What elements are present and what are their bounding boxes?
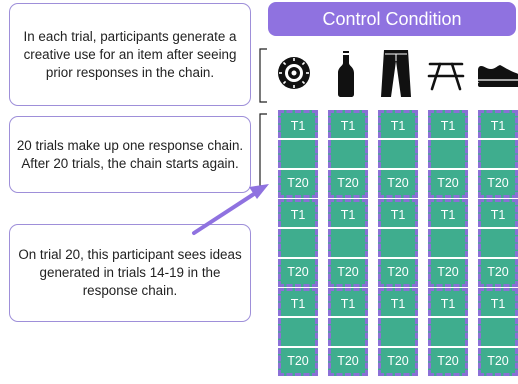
middle-trials-cell — [428, 229, 468, 257]
trial-20-cell: T20 — [328, 348, 368, 376]
pants-icon — [376, 47, 416, 99]
trial-1-cell: T1 — [428, 288, 468, 316]
trial-1-cell: T1 — [278, 199, 318, 227]
middle-trials-cell — [428, 140, 468, 168]
middle-trials-cell — [328, 229, 368, 257]
control-condition-header: Control Condition — [268, 2, 516, 36]
picnic-table-icon — [426, 47, 466, 99]
middle-trials-cell — [478, 140, 518, 168]
trial-20-cell: T20 — [278, 259, 318, 287]
middle-trials-cell — [278, 229, 318, 257]
middle-trials-cell — [378, 318, 418, 346]
trial-1-cell: T1 — [478, 288, 518, 316]
trial-1-cell: T1 — [478, 110, 518, 138]
trial-1-cell: T1 — [378, 199, 418, 227]
shoe-icon — [476, 47, 518, 99]
trial-1-cell: T1 — [278, 110, 318, 138]
trial-20-cell: T20 — [328, 259, 368, 287]
item-icon-row — [270, 47, 518, 99]
trial-description-note: In each trial, participants generate a c… — [9, 3, 251, 106]
icon-bracket — [259, 48, 267, 103]
middle-trials-cell — [378, 140, 418, 168]
trial-1-cell: T1 — [328, 110, 368, 138]
trial-1-cell: T1 — [428, 199, 468, 227]
trial-1-cell: T1 — [278, 288, 318, 316]
trial-20-cell: T20 — [428, 170, 468, 198]
trial-1-cell: T1 — [478, 199, 518, 227]
middle-trials-cell — [478, 318, 518, 346]
bottle-icon — [326, 47, 366, 99]
chain-description-note: 20 trials make up one response chain. Af… — [9, 116, 251, 193]
middle-trials-cell — [378, 229, 418, 257]
middle-trials-cell — [478, 229, 518, 257]
middle-trials-cell — [428, 318, 468, 346]
middle-trials-cell — [328, 318, 368, 346]
trial-20-cell: T20 — [278, 348, 318, 376]
chain-bracket — [259, 48, 267, 187]
trial20-description-text: On trial 20, this participant sees ideas… — [18, 247, 242, 298]
trial-20-cell: T20 — [378, 348, 418, 376]
trial-20-cell: T20 — [478, 348, 518, 376]
trial-description-text: In each trial, participants generate a c… — [23, 28, 237, 80]
first-chain-bracket — [259, 113, 267, 187]
trial-20-cell: T20 — [378, 170, 418, 198]
middle-trials-cell — [328, 140, 368, 168]
trial-20-cell: T20 — [378, 259, 418, 287]
trial-20-cell: T20 — [478, 170, 518, 198]
trial-20-cell: T20 — [428, 348, 468, 376]
chain-description-text: 20 trials make up one response chain. Af… — [16, 137, 244, 171]
trial-20-cell: T20 — [278, 170, 318, 198]
tire-icon — [274, 47, 314, 99]
trial-20-cell: T20 — [328, 170, 368, 198]
trial-20-cell: T20 — [428, 259, 468, 287]
trial-1-cell: T1 — [428, 110, 468, 138]
trial-20-cell: T20 — [478, 259, 518, 287]
middle-trials-cell — [278, 140, 318, 168]
middle-trials-cell — [278, 318, 318, 346]
trial-1-cell: T1 — [378, 288, 418, 316]
header-title: Control Condition — [322, 8, 462, 29]
trial-1-cell: T1 — [328, 199, 368, 227]
trial-1-cell: T1 — [378, 110, 418, 138]
trial20-description-note: On trial 20, this participant sees ideas… — [9, 224, 251, 322]
trial-1-cell: T1 — [328, 288, 368, 316]
